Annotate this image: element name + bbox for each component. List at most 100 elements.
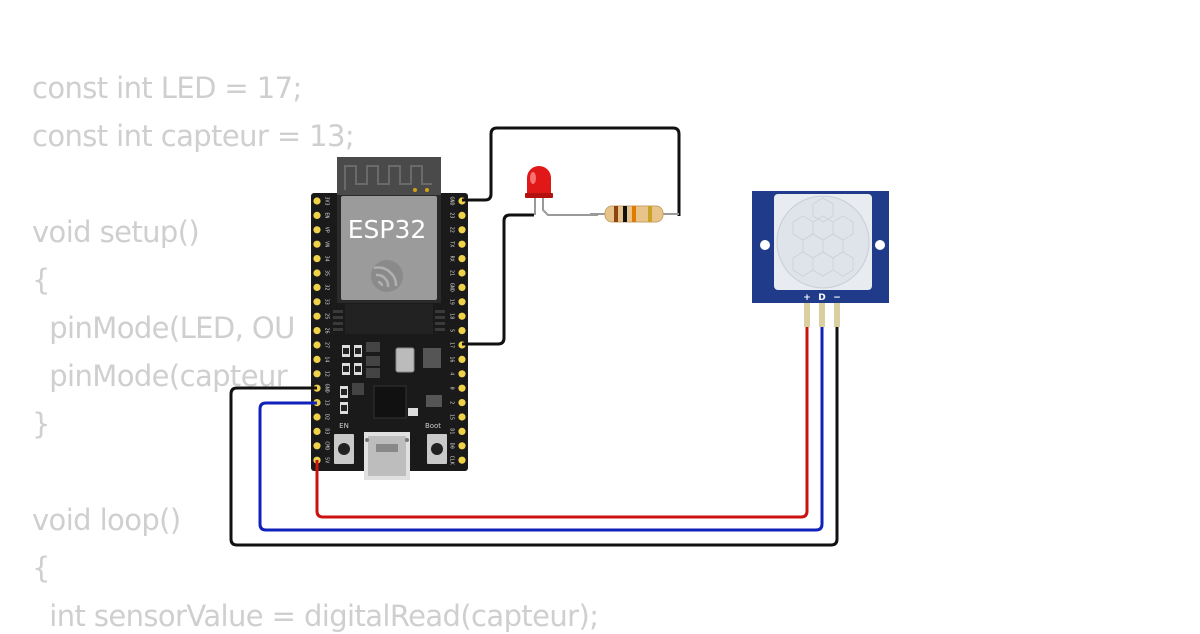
pin-left-7[interactable] [313,298,321,306]
pin-label: 5V [324,457,330,463]
pin-left-15[interactable] [313,413,321,421]
wire-gpio17-to-led[interactable] [462,213,534,346]
usb-uart-chip [373,385,407,419]
pin-right-18[interactable] [458,456,466,464]
resistor[interactable] [590,205,679,223]
boot-button[interactable] [427,434,447,464]
mount-hole-left [760,240,770,250]
wire-gnd-to-resistor[interactable] [462,126,681,216]
sensor-pin-gnd[interactable] [834,303,840,327]
pin-label: D3 [324,428,330,434]
en-label: EN [339,422,349,430]
pin-right-5[interactable] [458,269,466,277]
pin-label: 35 [324,270,330,276]
pin-label: 19 [449,299,455,305]
code-line: const int capteur = 13; [32,119,355,153]
board-name: ESP32 [348,215,427,244]
pin-left-11[interactable] [313,355,321,363]
pin-right-14[interactable] [458,399,466,407]
sensor-pin-minus-label: − [833,293,841,303]
pin-label: 12 [324,371,330,377]
pin-label: D1 [449,428,455,434]
code-line: void loop() [32,503,181,537]
pin-label: RX [449,256,455,262]
code-line: { [32,551,50,585]
pin-right-9[interactable] [458,327,466,335]
pin-left-1[interactable] [313,211,321,219]
wire-gpio13-to-sensor-data[interactable] [258,325,824,532]
code-line: } [32,407,50,441]
pin-right-4[interactable] [458,255,466,263]
pin-label: GND [324,384,330,393]
pir-motion-sensor[interactable]: + D − [752,191,889,327]
pin-label: 32 [324,284,330,290]
pin-label: 25 [324,313,330,319]
pin-left-2[interactable] [313,226,321,234]
pin-right-16[interactable] [458,427,466,435]
pin-label: VP [324,227,330,233]
pin-left-9[interactable] [313,327,321,335]
board-components [340,342,442,419]
wire-gnd-to-sensor-gnd[interactable] [229,325,839,547]
pin-label: CMD [324,441,330,450]
pin-left-0[interactable] [313,197,321,205]
pin-right-8[interactable] [458,312,466,320]
esp32-board[interactable]: ESP32 EN Boot [311,157,468,480]
pin-left-17[interactable] [313,442,321,450]
wire-5v-to-sensor-vcc[interactable] [315,325,809,519]
pin-label: 21 [449,270,455,276]
pin-label: 17 [449,342,455,348]
sensor-pin-data-label: D [818,293,825,303]
espressif-logo-icon [371,260,403,292]
sensor-pin-vcc[interactable] [804,303,810,327]
pin-label: EN [324,212,330,218]
pin-label: GND [449,196,455,205]
pin-label: 0 [449,387,455,390]
pin-label: 33 [324,299,330,305]
pin-left-5[interactable] [313,269,321,277]
pin-left-12[interactable] [313,370,321,378]
pin-label: D2 [324,414,330,420]
pin-label: 18 [449,313,455,319]
module-shield [341,196,437,300]
pin-label: 2 [449,401,455,404]
pin-label: CLK [449,456,455,465]
pin-left-4[interactable] [313,255,321,263]
mount-hole-right [875,240,885,250]
pin-label: 5 [449,329,455,332]
pin-left-6[interactable] [313,283,321,291]
pin-right-17[interactable] [458,442,466,450]
code-line: void setup() [32,215,200,249]
pin-right-1[interactable] [458,211,466,219]
pin-right-3[interactable] [458,240,466,248]
code-line: { [32,263,50,297]
code-line: int sensorValue = digitalRead(capteur); [32,599,599,633]
pin-label: 34 [324,256,330,262]
pin-right-12[interactable] [458,370,466,378]
pin-right-7[interactable] [458,298,466,306]
pin-label: 23 [449,212,455,218]
pin-label: 22 [449,227,455,233]
pin-left-16[interactable] [313,427,321,435]
pin-label: 15 [449,414,455,420]
pin-label: 27 [324,342,330,348]
micro-usb-port[interactable] [364,432,410,480]
red-led[interactable] [525,166,598,216]
pin-label: 26 [324,328,330,334]
en-button[interactable] [334,434,354,464]
pin-label: 3V3 [324,196,330,205]
sensor-pin-data[interactable] [819,303,825,327]
pin-left-10[interactable] [313,341,321,349]
pin-right-13[interactable] [458,384,466,392]
pin-right-15[interactable] [458,413,466,421]
pin-right-11[interactable] [458,355,466,363]
pin-label: D0 [449,443,455,449]
pin-right-2[interactable] [458,226,466,234]
pin-left-3[interactable] [313,240,321,248]
pin-label: 13 [324,400,330,406]
pin-left-8[interactable] [313,312,321,320]
pin-right-6[interactable] [458,283,466,291]
antenna-trace [344,165,432,190]
pin-label: 4 [449,372,455,375]
